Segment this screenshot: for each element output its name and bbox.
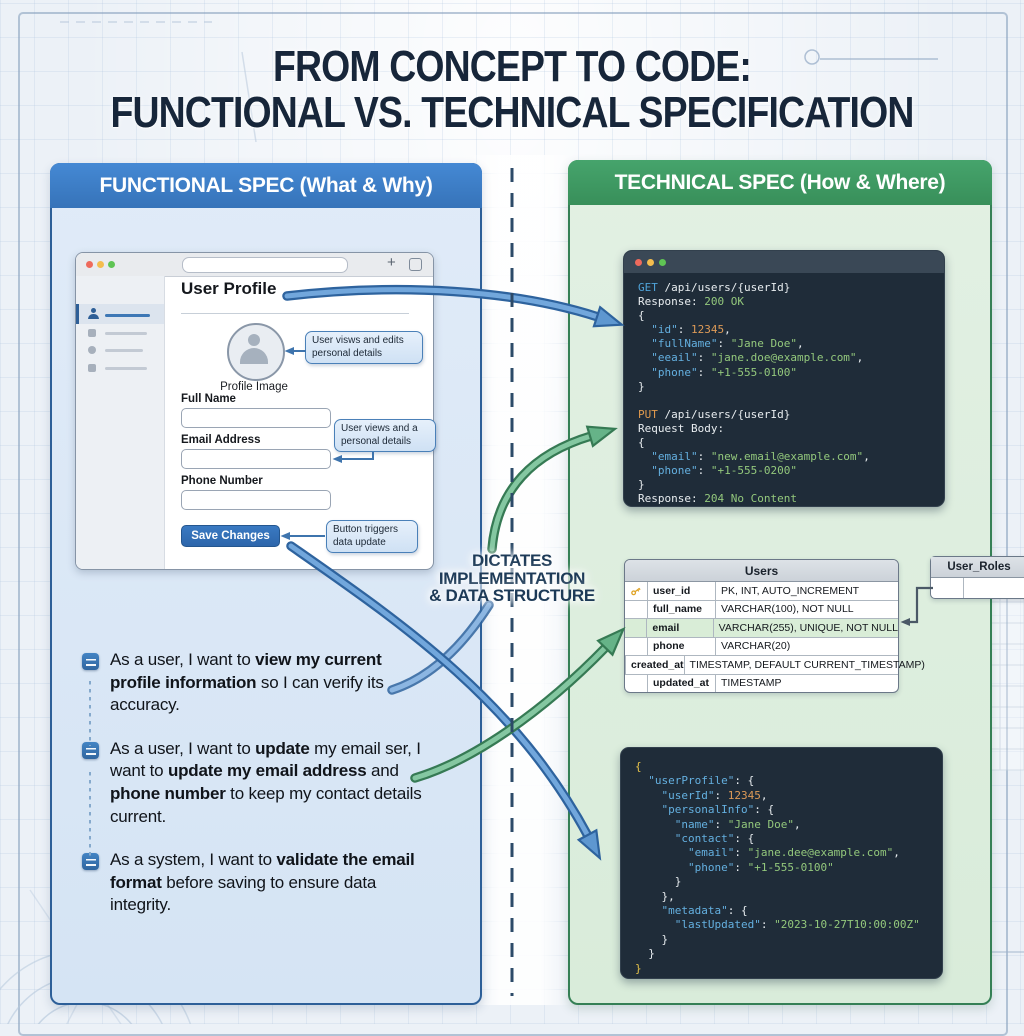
user-roles-empty-row: [931, 578, 1024, 598]
user-story-text: As a user, I want to update my email ser…: [110, 738, 422, 826]
list-icon: [82, 741, 99, 759]
close-traffic-light-icon[interactable]: [86, 261, 93, 268]
email-address-label: Email Address: [181, 434, 261, 446]
user-story: As a user, I want to view my current pro…: [82, 649, 426, 717]
sidebar-square-icon[interactable]: [88, 329, 96, 337]
full-name-input[interactable]: [181, 408, 331, 428]
dictates-note: DICTATES IMPLEMENTATION & DATA STRUCTURE: [429, 551, 595, 605]
callout-profile: User visws and edits personal details: [305, 331, 423, 364]
user-story: As a system, I want to validate the emai…: [82, 849, 426, 917]
close-traffic-light-icon[interactable]: [635, 259, 642, 266]
wireframe-sidebar: ⌂: [76, 276, 165, 569]
json-code-window: { "userProfile": { "userId": 12345, "per…: [620, 747, 943, 979]
profile-avatar: [227, 323, 285, 381]
wireframe-page-title: User Profile: [181, 279, 277, 298]
url-bar[interactable]: [182, 257, 348, 273]
plus-icon[interactable]: +: [387, 254, 396, 271]
phone-number-label: Phone Number: [181, 475, 263, 487]
minimize-traffic-light-icon[interactable]: [647, 259, 654, 266]
page-title-line1: FROM CONCEPT TO CODE:: [272, 42, 752, 91]
page-title: FROM CONCEPT TO CODE: FUNCTIONAL VS. TEC…: [0, 44, 1024, 136]
user-roles-table-name: User_Roles: [931, 557, 1024, 578]
user-story-text: As a system, I want to validate the emai…: [110, 850, 415, 915]
browser-titlebar: +: [76, 253, 433, 277]
users-table-name: Users: [625, 560, 898, 582]
email-address-input[interactable]: [181, 449, 331, 469]
code-window-titlebar: [624, 251, 944, 273]
minimize-traffic-light-icon[interactable]: [97, 261, 104, 268]
list-icon: [82, 853, 99, 871]
technical-spec-header: TECHNICAL SPEC (How & Where): [568, 160, 992, 205]
list-icon: [82, 653, 99, 670]
page-title-line2: FUNCTIONAL VS. TECHNICAL SPECIFICATION: [110, 88, 914, 137]
maximize-traffic-light-icon[interactable]: [108, 261, 115, 268]
user-stories-list: As a user, I want to view my current pro…: [82, 649, 426, 938]
api-code-window: GET /api/users/{userId}Response: 200 OK{…: [623, 250, 945, 507]
sidebar-circle-icon[interactable]: [88, 346, 96, 354]
user-roles-table: User_Roles: [930, 556, 1024, 599]
user-story-text: As a user, I want to view my current pro…: [110, 650, 384, 715]
full-name-label: Full Name: [181, 393, 236, 405]
api-code: GET /api/users/{userId}Response: 200 OK{…: [638, 281, 870, 506]
avatar-caption: Profile Image: [220, 381, 288, 393]
user-icon: [88, 308, 99, 319]
user-story: As a user, I want to update my email ser…: [82, 738, 426, 828]
json-code: { "userProfile": { "userId": 12345, "per…: [635, 760, 920, 975]
primary-key-icon: [631, 587, 641, 596]
phone-number-input[interactable]: [181, 490, 331, 510]
new-page-icon[interactable]: [409, 258, 422, 271]
save-changes-button[interactable]: Save Changes: [181, 525, 280, 547]
callout-fields: User views and a personal details: [334, 419, 436, 452]
maximize-traffic-light-icon[interactable]: [659, 259, 666, 266]
functional-spec-header: FUNCTIONAL SPEC (What & Why): [50, 163, 482, 208]
callout-button: Button triggers data update: [326, 520, 418, 553]
user-avatar-icon: [240, 334, 268, 368]
sidebar-square-icon[interactable]: [88, 364, 96, 372]
